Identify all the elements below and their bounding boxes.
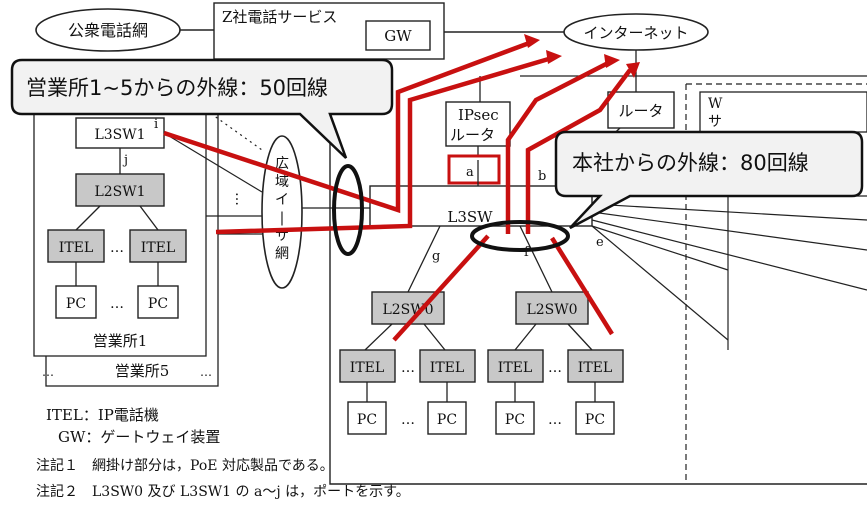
- hq-line-bundle: [470, 220, 570, 252]
- branch-path-2: [215, 55, 553, 235]
- router-label: ルータ: [618, 102, 663, 120]
- hq-path-left: [392, 234, 490, 342]
- ipsec-router-node: [445, 101, 511, 147]
- pc-node: [55, 285, 97, 319]
- pc-label: PC: [148, 296, 168, 312]
- pc-node: [575, 401, 615, 435]
- ellipsis-label: …: [110, 296, 124, 312]
- note-2: 注記２ L3SW0 及び L3SW1 の a～j は，ポートを示す。: [36, 483, 410, 500]
- port-g-label: g: [432, 249, 440, 264]
- ipsec-router-label-1: IPsec: [458, 106, 499, 124]
- branch-line-bundle: [332, 164, 364, 256]
- arrowhead-icon: [604, 54, 620, 68]
- itel-label: ITEL: [59, 240, 93, 256]
- pc-label: PC: [437, 412, 457, 428]
- arrowhead-icon: [524, 34, 540, 48]
- port-j-label: j: [122, 153, 128, 168]
- port-i-label: i: [154, 117, 158, 132]
- ellipsis-label: …: [548, 360, 562, 376]
- pc-label: PC: [585, 412, 605, 428]
- branch5-label: 営業所5: [115, 362, 170, 380]
- itel-node: [419, 349, 476, 383]
- ellipsis-label: …: [110, 240, 124, 256]
- z-service-label: Z社電話サービス: [222, 8, 337, 26]
- hq-pc-group: PC … PC PC … PC: [347, 401, 615, 435]
- itel-label: ITEL: [498, 360, 532, 376]
- l2sw0-left-label: L2SW0: [382, 302, 433, 318]
- router-node: [607, 91, 675, 129]
- l2sw0-right-node: [515, 291, 589, 325]
- pc-node: [347, 401, 387, 435]
- pc-node: [495, 401, 535, 435]
- itel-node: [129, 229, 187, 263]
- l2sw1-node: [75, 173, 165, 207]
- itel-label: ITEL: [430, 360, 464, 376]
- pc-label: PC: [66, 296, 86, 312]
- pc-label: PC: [505, 412, 525, 428]
- legend-itel: ITEL：IP電話機: [46, 406, 159, 424]
- w-partial-label-1: W: [708, 96, 723, 112]
- port-f-label: f: [524, 245, 530, 260]
- ipsec-router-label-2: ルータ: [450, 126, 495, 144]
- hq-itel-group: ITEL … ITEL ITEL … ITEL: [339, 349, 624, 383]
- hq-path-right: [550, 236, 614, 336]
- branch-callout-bubble: [10, 58, 394, 159]
- pc-label: PC: [357, 412, 377, 428]
- branch-dots-left: …: [42, 365, 54, 379]
- hq-callout-text: 本社からの外線：80回線: [572, 151, 809, 175]
- port-b-label: b: [538, 169, 546, 184]
- hq-path-1: [505, 59, 612, 234]
- wan-label-3: イ: [275, 192, 289, 208]
- l3sw0-label: L3SW: [447, 208, 493, 226]
- branch-dots-right: …: [200, 365, 212, 379]
- arrowhead-icon: [626, 62, 640, 78]
- port-a-label: a: [466, 165, 474, 180]
- itel-label: ITEL: [578, 360, 612, 376]
- ellipsis-label: …: [548, 412, 562, 428]
- itel-node: [339, 349, 396, 383]
- red-traffic-paths: [163, 39, 632, 342]
- public-network-label: 公衆電話網: [68, 21, 148, 40]
- pc-node: [137, 285, 179, 319]
- branch-callout-text: 営業所1~5からの外線：50回線: [26, 76, 328, 100]
- note-1: 注記１ 網掛け部分は，PoE 対応製品である。: [36, 457, 334, 474]
- ellipsis-label: …: [401, 412, 415, 428]
- port-e-label: e: [596, 235, 604, 250]
- wan-dots-label: …: [232, 192, 248, 206]
- internet-label: インターネット: [583, 24, 688, 42]
- legend-gw: GW：ゲートウェイ装置: [58, 428, 220, 446]
- branch1-label: 営業所1: [93, 332, 148, 350]
- l2sw0-right-label: L2SW0: [526, 302, 577, 318]
- gw-node: [365, 20, 431, 51]
- red-arrowheads: [524, 34, 640, 78]
- itel-node: [487, 349, 544, 383]
- wan-label-2: 域: [275, 174, 289, 190]
- pc-node: [427, 401, 467, 435]
- hq-path-2: [525, 68, 632, 234]
- l3sw1-label: L3SW1: [94, 127, 145, 143]
- itel-label: ITEL: [141, 240, 175, 256]
- branch-path-1: [163, 39, 533, 214]
- port-a-highlight: [447, 154, 501, 185]
- wan-label-6: 網: [275, 246, 289, 262]
- w-server-partial: [699, 91, 867, 133]
- arrowhead-icon: [546, 50, 562, 64]
- itel-label: ITEL: [350, 360, 384, 376]
- itel-node: [567, 349, 624, 383]
- wan-label-4: |: [280, 210, 285, 226]
- wan-label-1: 広: [275, 156, 289, 172]
- l2sw1-label: L2SW1: [94, 184, 145, 200]
- ellipsis-label: …: [401, 360, 415, 376]
- itel-node: [47, 229, 105, 263]
- w-partial-label-2: サ: [708, 114, 722, 130]
- gw-label: GW: [384, 27, 412, 45]
- hq-callout-bubble: [554, 130, 864, 230]
